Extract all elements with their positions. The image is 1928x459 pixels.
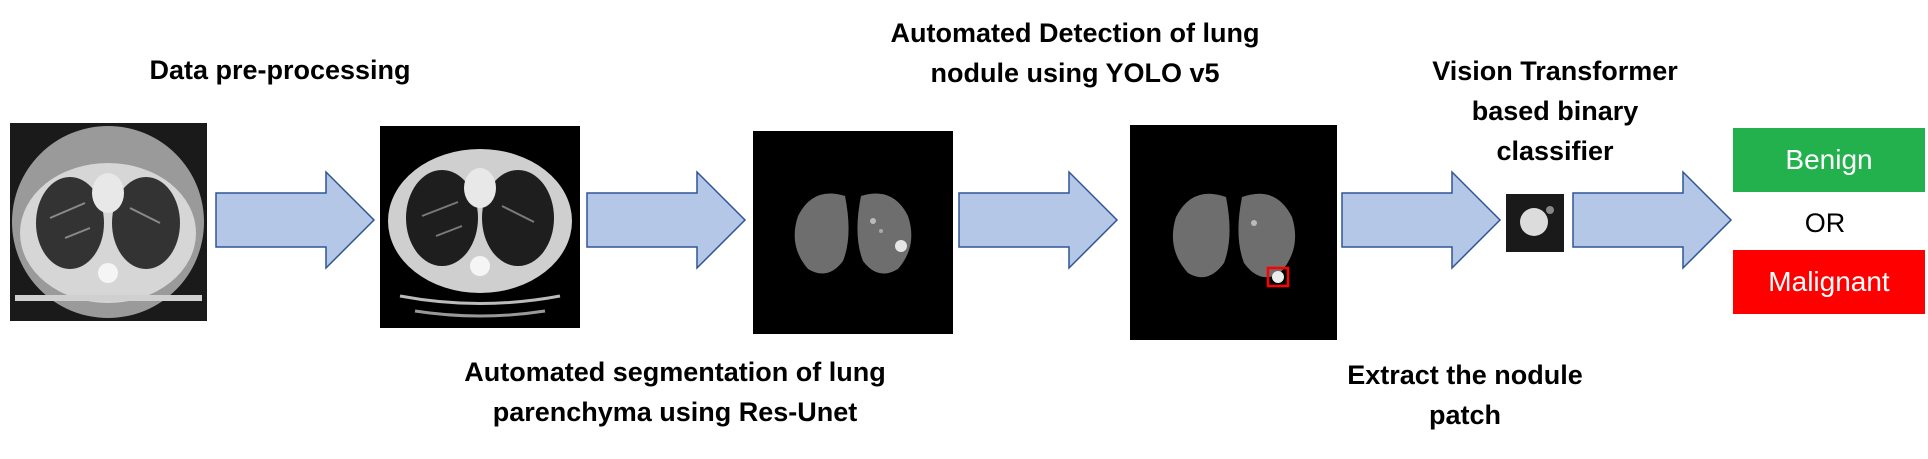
label-preprocessing: Data pre-processing bbox=[130, 50, 430, 90]
label-extract: Extract the nodule patch bbox=[1300, 355, 1630, 435]
label-extract-line1: Extract the nodule bbox=[1347, 360, 1583, 390]
arrow-right-icon bbox=[586, 170, 747, 270]
ct-scan-preprocessed-image bbox=[380, 126, 580, 328]
result-malignant-box: Malignant bbox=[1733, 250, 1925, 314]
arrow-right-icon bbox=[1572, 170, 1733, 270]
label-detection-line2: nodule using YOLO v5 bbox=[930, 58, 1220, 88]
result-benign-box: Benign bbox=[1733, 128, 1925, 192]
label-vit-line2: based binary bbox=[1471, 96, 1639, 126]
label-vit-line1: Vision Transformer bbox=[1432, 56, 1678, 86]
label-detection: Automated Detection of lung nodule using… bbox=[845, 13, 1305, 93]
label-detection-line1: Automated Detection of lung bbox=[890, 18, 1260, 48]
arrow-right-icon bbox=[1341, 170, 1502, 270]
label-extract-line2: patch bbox=[1428, 400, 1501, 430]
arrow-right-icon bbox=[958, 170, 1119, 270]
nodule-patch-image bbox=[1506, 194, 1564, 252]
label-vit-line3: classifier bbox=[1496, 136, 1614, 166]
label-segmentation: Automated segmentation of lung parenchym… bbox=[420, 352, 930, 432]
label-preprocessing-text: Data pre-processing bbox=[149, 55, 411, 85]
arrow-right-icon bbox=[215, 170, 376, 270]
nodule-detection-image bbox=[1130, 125, 1337, 340]
label-vit: Vision Transformer based binary classifi… bbox=[1405, 51, 1705, 171]
label-segmentation-line1: Automated segmentation of lung bbox=[464, 357, 886, 387]
label-segmentation-line2: parenchyma using Res-Unet bbox=[492, 397, 858, 427]
result-or-text: OR bbox=[1804, 208, 1846, 238]
ct-scan-raw-image bbox=[10, 123, 207, 321]
lung-segmentation-image bbox=[753, 131, 953, 334]
